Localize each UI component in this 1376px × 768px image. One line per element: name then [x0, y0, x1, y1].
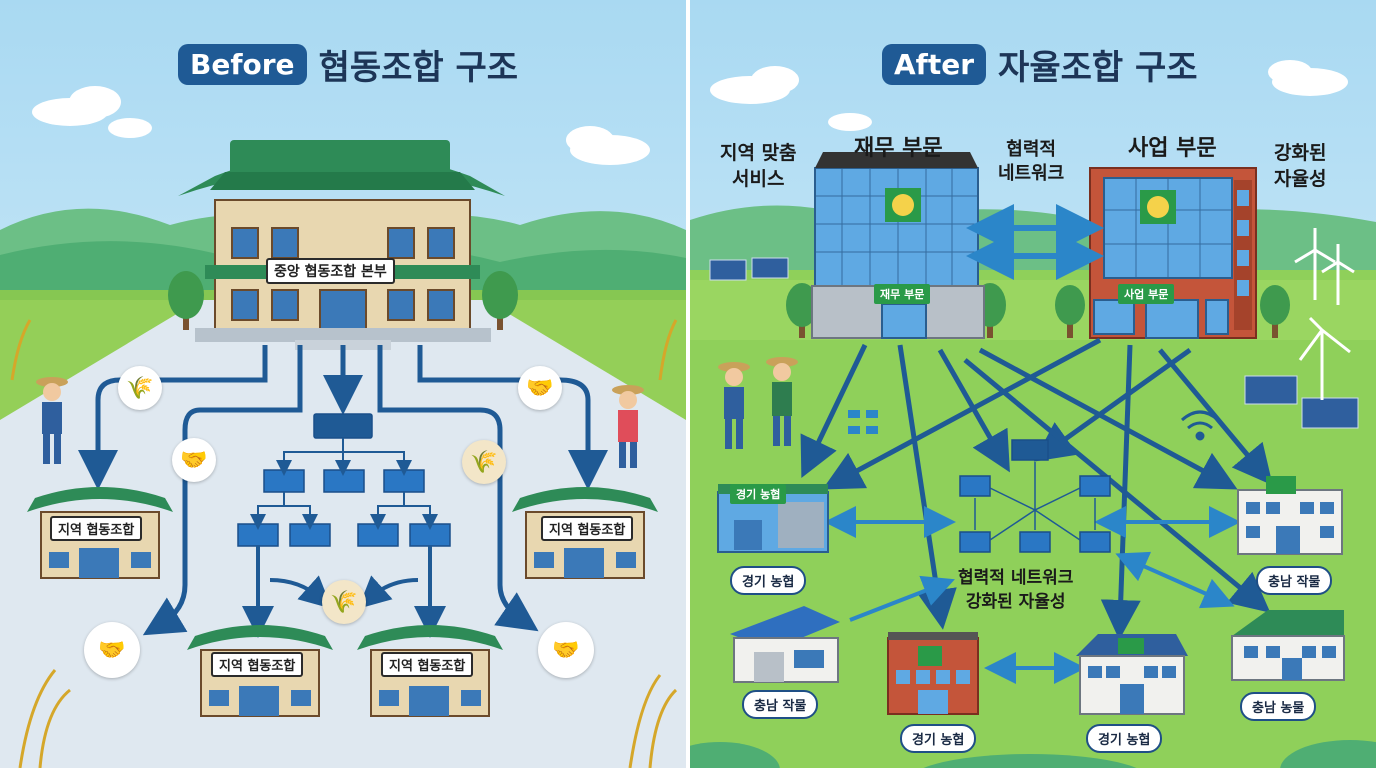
- handshake-icon: 🤝: [518, 366, 562, 410]
- before-illustration: [0, 0, 686, 768]
- handshake-icon: 🤝: [84, 622, 140, 678]
- handshake-icon: 🤝: [538, 622, 594, 678]
- before-title: Before 협동조합 구조: [178, 40, 518, 89]
- panel-divider: [686, 0, 690, 768]
- hq-sign: 중앙 협동조합 본부: [266, 258, 395, 284]
- flow-arrows: [78, 345, 608, 636]
- local-coop-sign: 지역 협동조합: [50, 516, 143, 541]
- wifi-icon: [1181, 410, 1219, 441]
- wind-turbine: [1294, 228, 1355, 400]
- business-building: [1089, 167, 1257, 339]
- node-label: 경기 농협: [900, 724, 977, 753]
- after-panel: After 자율조합 구조 지역 맞춤 서비스 재무 부문 협력적 네트워크 사…: [690, 0, 1376, 768]
- business-dept-label: 사업 부문: [1128, 136, 1217, 161]
- before-title-text: 협동조합 구조: [318, 48, 519, 88]
- tree: [786, 283, 1290, 338]
- side-arrows: [824, 506, 1241, 684]
- node-label: 경기 농협: [730, 566, 807, 595]
- hq-building: [178, 140, 505, 350]
- tree: [168, 271, 518, 330]
- node-label: 충남 작물: [1256, 566, 1333, 595]
- after-illustration: [690, 0, 1376, 768]
- after-title-text: 자율조합 구조: [998, 48, 1198, 88]
- finance-dept-label: 재무 부문: [854, 136, 943, 161]
- autonomy-label: 강화된 자율성: [1274, 142, 1327, 190]
- center-network: [959, 439, 1111, 553]
- after-badge: After: [882, 44, 987, 85]
- node-label: 경기 농협: [1086, 724, 1163, 753]
- solar-panel: [709, 257, 1359, 429]
- org-chart: [237, 413, 451, 638]
- local-coop-sign: 지역 협동조합: [211, 652, 304, 677]
- after-title: After 자율조합 구조: [882, 40, 1198, 89]
- network-chart-icon: [848, 410, 878, 434]
- local-coop-sign: 지역 협동조합: [381, 652, 474, 677]
- grain-sack-icon: 🌾: [462, 440, 506, 484]
- farmer-figure: [36, 377, 644, 468]
- center-network-text: 협력적 네트워크 강화된 자율성: [958, 568, 1074, 612]
- node-label: 충남 농물: [1240, 692, 1317, 721]
- node-label: 충남 작물: [742, 690, 819, 719]
- grain-sack-icon: 🌾: [322, 580, 366, 624]
- local-coop-sign: 지역 협동조합: [541, 516, 634, 541]
- rice-icon: 🌾: [118, 366, 162, 410]
- farmer-figure: [718, 357, 798, 449]
- handshake-icon: 🤝: [172, 438, 216, 482]
- before-panel: Before 협동조합 구조 중앙 협동조합 본부 지역 협동조합 지역 협동조…: [0, 0, 686, 768]
- cloud: [32, 86, 650, 165]
- network-label: 협력적 네트워크: [998, 139, 1065, 184]
- regional-building-sign: 경기 농협: [730, 484, 787, 504]
- cloud: [710, 60, 1348, 131]
- business-building-sign: 사업 부문: [1118, 284, 1175, 304]
- foliage: [690, 740, 1376, 768]
- finance-business-arrow: [966, 204, 1104, 280]
- before-badge: Before: [178, 44, 307, 85]
- local-service-label: 지역 맞춤 서비스: [720, 142, 797, 190]
- rice-plant: [10, 319, 678, 768]
- finance-building: [811, 152, 985, 339]
- finance-building-sign: 재무 부문: [874, 284, 931, 304]
